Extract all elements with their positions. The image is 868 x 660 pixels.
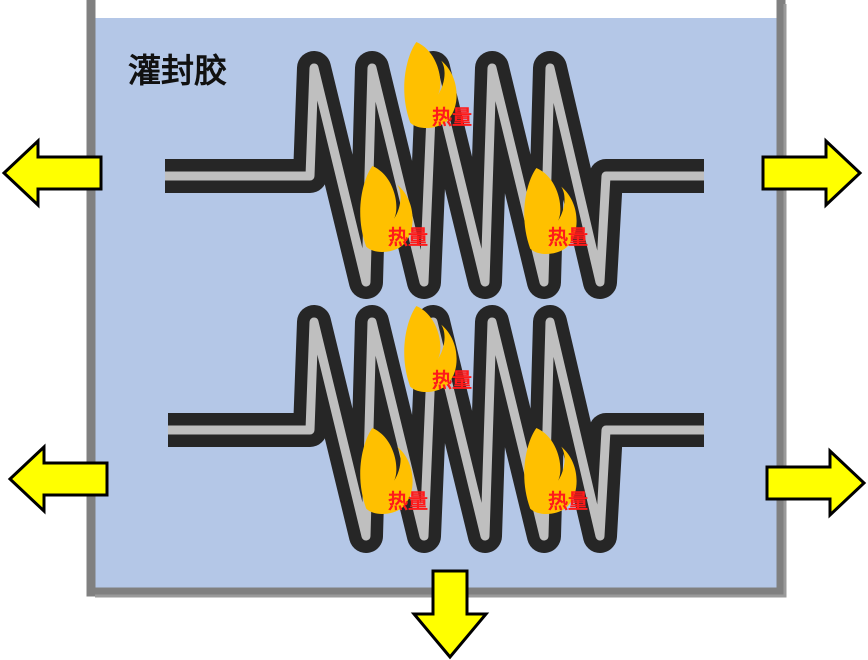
- heat-label: 热量: [388, 489, 428, 513]
- arrow-left-icon: [7, 443, 109, 515]
- arrow-right-icon: [761, 137, 863, 209]
- arrow-down-icon: [410, 569, 490, 660]
- coil-wire-core: [165, 63, 704, 287]
- heat-flow-arrows: [1, 137, 867, 660]
- arrow-left-icon: [1, 137, 103, 209]
- potting-compound-label: 灌封胶: [128, 51, 227, 90]
- coil-bottom: [168, 305, 704, 553]
- heat-label: 热量: [432, 368, 472, 392]
- coil-top: [165, 51, 704, 299]
- heat-label: 热量: [388, 225, 428, 249]
- heat-label: 热量: [548, 489, 588, 513]
- heat-label: 热量: [432, 105, 472, 129]
- heat-label: 热量: [548, 225, 588, 249]
- arrow-right-icon: [765, 447, 867, 519]
- container-wall-shadow: [95, 4, 787, 598]
- coil-wire-core: [168, 317, 704, 541]
